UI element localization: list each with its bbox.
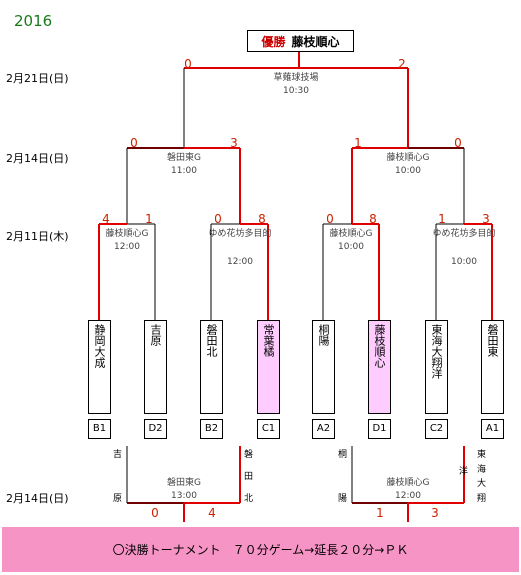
qf4-time: 10:00 (451, 257, 477, 267)
qf3-score-left: 0 (326, 212, 334, 226)
quarter-lines (98, 223, 493, 320)
third1-left-char1: 吉 (112, 450, 122, 460)
team-box: 藤枝順心 (368, 320, 391, 414)
date-final: 2月21日(日) (6, 72, 69, 85)
third2-time: 12:00 (395, 491, 421, 501)
semi2-venue: 藤枝順心G (386, 153, 430, 163)
qf3-score-right: 8 (369, 212, 377, 226)
team-box: 常葉橘 (257, 320, 280, 414)
seed-label: A2 (312, 419, 335, 439)
semi-lines-right (351, 147, 465, 224)
qf2-venue: ゆめ花坊多目的 (208, 229, 272, 239)
third1-left-team: 吉原 (112, 449, 123, 505)
third2-score-left: 1 (376, 506, 384, 520)
seed-label: D2 (144, 419, 167, 439)
semi2-score-right: 0 (454, 136, 462, 150)
third1-score-left: 0 (151, 506, 159, 520)
third2-right-char1: 東 (476, 450, 486, 460)
final-lines (183, 50, 409, 148)
third2-score-right: 3 (431, 506, 439, 520)
qf2-score-right: 8 (258, 212, 266, 226)
third1-score-right: 4 (208, 506, 216, 520)
date-semi: 2月14日(日) (6, 152, 69, 165)
third2-right-char4: 翔 (476, 493, 486, 504)
qf3-time: 10:00 (338, 242, 364, 252)
seed-label: C1 (257, 419, 280, 439)
third2-right-char3: 大 (476, 479, 486, 490)
third2-left-team: 桐陽 (337, 449, 348, 505)
semi-lines-left (126, 147, 241, 224)
team-box: 桐陽 (312, 320, 335, 414)
third-place-lines (126, 446, 465, 522)
semi2-time: 10:00 (395, 166, 421, 176)
qf2-time: 12:00 (227, 257, 253, 267)
team-box: 磐田北 (200, 320, 223, 414)
champion-team: 藤枝順心 (291, 34, 340, 49)
third2-right-extra: 洋 (458, 467, 468, 477)
team-box: 東海大翔洋 (425, 320, 448, 414)
final-venue: 草薙球技場 (273, 73, 319, 83)
qf3-venue: 藤枝順心G (329, 229, 373, 239)
third1-left-char2: 原 (112, 494, 122, 504)
third1-right-char3: 北 (243, 494, 253, 504)
third1-right-char1: 磐 (243, 450, 253, 460)
semi1-venue: 磐田東G (167, 153, 201, 163)
final-time: 10:30 (283, 86, 309, 96)
date-quarter: 2月11日(木) (6, 230, 69, 243)
third1-venue: 磐田東G (167, 478, 201, 488)
semi1-score-left: 0 (130, 136, 138, 150)
qf1-score-left: 4 (102, 212, 110, 226)
seed-label: D1 (368, 419, 391, 439)
seed-label: C2 (425, 419, 448, 439)
semi1-score-right: 3 (230, 136, 238, 150)
third1-right-team: 磐田北 (243, 449, 254, 505)
semi2-score-left: 1 (354, 136, 362, 150)
third2-left-char1: 桐 (337, 450, 347, 460)
qf4-score-right: 3 (482, 212, 490, 226)
third1-time: 13:00 (171, 491, 197, 501)
year-title: 2016 (14, 12, 53, 30)
team-box: 磐田東 (481, 320, 504, 414)
qf1-venue: 藤枝順心G (105, 229, 149, 239)
third2-left-char2: 陽 (337, 494, 347, 504)
qf2-score-left: 0 (214, 212, 222, 226)
third1-right-char2: 田 (243, 472, 253, 482)
final-score-right: 2 (398, 57, 406, 71)
seed-label: B1 (88, 419, 111, 439)
qf1-score-right: 1 (145, 212, 153, 226)
champion-label: 優勝 (261, 34, 286, 49)
seed-label: A1 (481, 419, 504, 439)
rules-notice: 〇決勝トーナメント ７０分ゲーム→延長２０分→ＰＫ (2, 527, 519, 572)
final-score-left: 0 (184, 57, 192, 71)
date-third: 2月14日(日) (6, 492, 69, 505)
third2-right-team: 東海大翔 (476, 449, 487, 505)
third2-venue: 藤枝順心G (386, 478, 430, 488)
third2-right-char2: 海 (476, 464, 486, 475)
team-box: 吉原 (144, 320, 167, 414)
team-box: 静岡大成 (88, 320, 111, 414)
seed-label: B2 (200, 419, 223, 439)
qf4-score-left: 1 (438, 212, 446, 226)
qf4-venue: ゆめ花坊多目的 (432, 229, 496, 239)
champion-box: 優勝 藤枝順心 (247, 30, 354, 52)
semi1-time: 11:00 (171, 166, 197, 176)
qf1-time: 12:00 (114, 242, 140, 252)
